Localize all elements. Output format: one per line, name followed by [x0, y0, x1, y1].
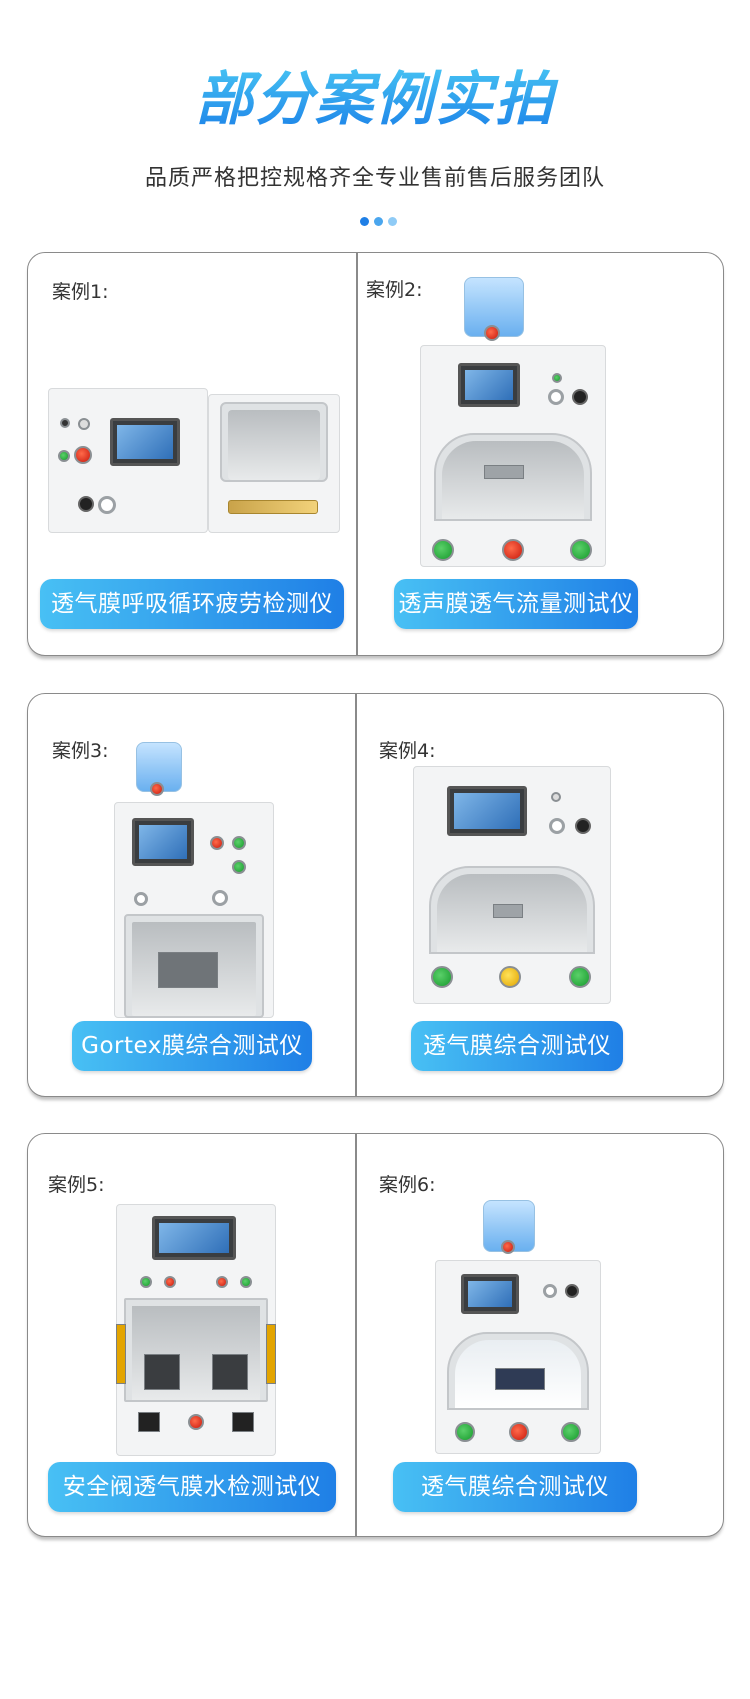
case-label: 案例5:	[48, 1174, 105, 1196]
pagination-dot[interactable]	[360, 217, 369, 226]
pagination-dots	[360, 217, 400, 227]
machine-image	[420, 277, 606, 567]
case-card-6[interactable]: 案例6: 透气膜综合测试仪	[357, 1134, 725, 1538]
case-card-2[interactable]: 案例2: 透声膜透气流量测试仪	[358, 253, 725, 657]
case-card-3[interactable]: 案例3: Gortex膜综合测试仪	[28, 694, 355, 1098]
panel-divider	[355, 694, 357, 1096]
pagination-dot[interactable]	[374, 217, 383, 226]
case-label: 案例6:	[379, 1174, 436, 1196]
machine-image	[413, 766, 611, 1004]
product-name-button[interactable]: 透气膜综合测试仪	[411, 1021, 623, 1071]
case-panel-3: 案例5: 安全阀透气膜水检测试仪 案例6:	[27, 1133, 724, 1537]
case-card-5[interactable]: 案例5: 安全阀透气膜水检测试仪	[28, 1134, 355, 1538]
case-panel-2: 案例3: Gortex膜综合测试仪 案例4:	[27, 693, 724, 1097]
panel-divider	[355, 1134, 357, 1536]
machine-image	[114, 742, 274, 1018]
case-label: 案例3:	[52, 740, 109, 762]
case-card-4[interactable]: 案例4: 透气膜综合测试仪	[357, 694, 725, 1098]
case-label: 案例1:	[52, 281, 109, 303]
product-name-button[interactable]: Gortex膜综合测试仪	[72, 1021, 312, 1071]
pagination-dot[interactable]	[388, 217, 397, 226]
page-subtitle: 品质严格把控规格齐全专业售前售后服务团队	[144, 166, 605, 191]
product-name-button[interactable]: 安全阀透气膜水检测试仪	[48, 1462, 336, 1512]
case-label: 案例4:	[379, 740, 436, 762]
machine-image	[48, 388, 340, 533]
product-name-button[interactable]: 透气膜呼吸循环疲劳检测仪	[40, 579, 344, 629]
machine-image	[116, 1204, 276, 1456]
case-label: 案例2:	[366, 279, 423, 301]
machine-image	[435, 1200, 601, 1454]
case-panel-1: 案例1: 透气膜呼吸循环疲劳检测仪 案例2:	[27, 252, 724, 656]
panel-divider	[356, 253, 358, 655]
case-card-1[interactable]: 案例1: 透气膜呼吸循环疲劳检测仪	[28, 253, 356, 657]
product-name-button[interactable]: 透声膜透气流量测试仪	[394, 579, 638, 629]
product-name-button[interactable]: 透气膜综合测试仪	[393, 1462, 637, 1512]
page-title: 部分案例实拍	[0, 52, 750, 136]
